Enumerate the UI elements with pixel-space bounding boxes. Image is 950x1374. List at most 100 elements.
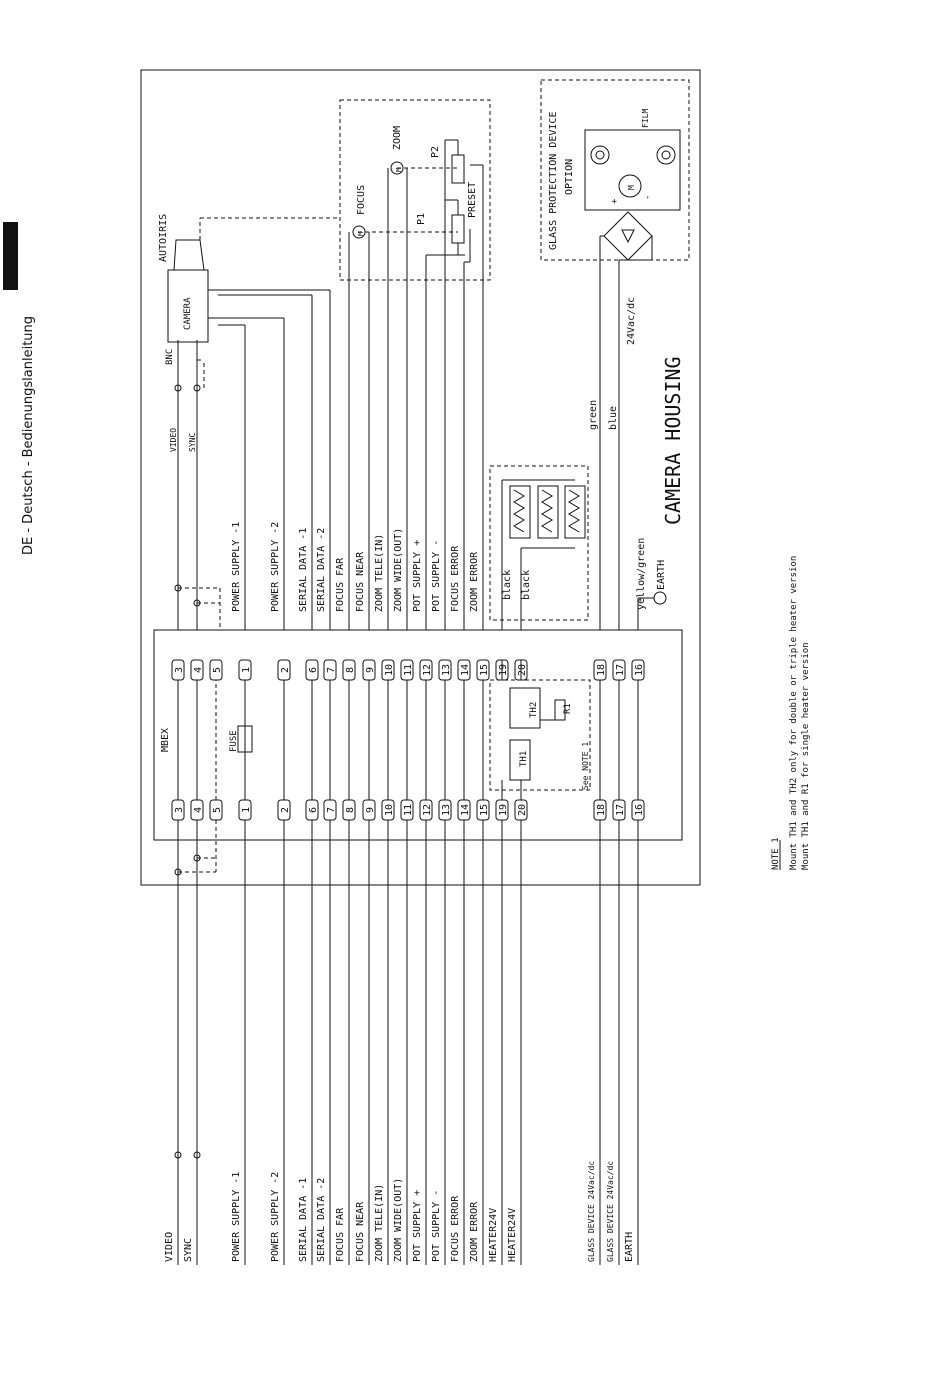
glass-motor-m: M (627, 185, 636, 190)
note-line-2: Mount TH1 and R1 for single heater versi… (801, 642, 811, 870)
terminal-number-right: 12 (422, 664, 433, 676)
bnc-label: BNC (165, 349, 175, 365)
glass-device-label: GLASS PROTECTION DEVICE (548, 112, 559, 250)
rectifier-diode (621, 229, 635, 244)
r1-label: R1 (563, 703, 573, 714)
signal-label-housing: ZOOM TELE(IN) (374, 534, 385, 612)
terminal-number-right: 19 (498, 664, 509, 676)
signal-label-field: SYNC (183, 1238, 194, 1262)
terminal-number-left: 16 (634, 804, 645, 816)
sync-label: SYNC (188, 433, 197, 452)
terminal-number-left: 4 (193, 807, 204, 813)
preset-label: PRESET (467, 182, 478, 218)
terminal-number-right: 7 (326, 667, 337, 673)
terminal-number-left: 19 (498, 804, 509, 816)
terminal-number-right: 10 (384, 664, 395, 676)
terminal-number-right: 11 (403, 664, 414, 676)
blue-label: blue (608, 406, 619, 430)
terminal-number-left: 2 (280, 807, 291, 813)
terminal-number-right: 14 (460, 664, 471, 676)
see-note-label: See NOTE 1 (581, 742, 590, 790)
signal-label-field: HEATER24V (507, 1208, 518, 1262)
signal-label-housing: POT SUPPLY + (412, 540, 423, 612)
heater-coil (513, 489, 525, 533)
video-label: VIDEO (169, 428, 178, 452)
terminal-number-left: 18 (596, 804, 607, 816)
film-label: FILM (641, 109, 650, 128)
autoiris-label: AUTOIRIS (158, 214, 169, 262)
terminal-number-right: 1 (241, 667, 252, 673)
terminal-number-left: 5 (212, 807, 223, 813)
terminal-number-right: 8 (345, 667, 356, 673)
r1-resistor (554, 699, 566, 721)
focus-motor-m: M (357, 232, 365, 236)
rectifier-bridge (603, 211, 653, 261)
heater-section (489, 679, 591, 791)
th2-thermostat (509, 687, 541, 729)
signal-label-field: ZOOM ERROR (469, 1201, 480, 1262)
terminal-number-right: 15 (479, 664, 490, 676)
heater-coil (568, 489, 580, 533)
mbex-label: MBEX (160, 728, 171, 752)
terminal-number-left: 6 (308, 807, 319, 813)
terminal-number-left: 20 (517, 804, 528, 816)
signal-label-field: POT SUPPLY - (431, 1190, 442, 1262)
signal-label-housing: SERIAL DATA -1 (298, 528, 309, 612)
signal-label-field: ZOOM TELE(IN) (374, 1184, 385, 1262)
signal-label-field: GLASS DEVICE 24Vac/dc (587, 1161, 596, 1262)
heater-black-1: black (502, 570, 513, 600)
signal-label-field: EARTH (624, 1232, 635, 1262)
signal-label-housing: SERIAL DATA -2 (316, 528, 327, 612)
terminal-number-right: 3 (174, 667, 185, 673)
glass-motor-icon (618, 174, 642, 198)
sync-shield-node (193, 854, 201, 862)
film-roller-left-hub (595, 150, 605, 160)
terminal-number-left: 15 (479, 804, 490, 816)
glass-plus: + (610, 198, 620, 204)
terminal-number-left: 14 (460, 804, 471, 816)
th1-thermostat (509, 739, 531, 781)
th2-label: TH2 (529, 702, 539, 718)
film-roller-right (656, 145, 676, 165)
earth-label: EARTH (656, 560, 667, 590)
mbex-block (153, 629, 683, 841)
terminal-number-left: 11 (403, 804, 414, 816)
terminal-number-left: 7 (326, 807, 337, 813)
camera-housing-title: CAMERA HOUSING (661, 356, 685, 525)
signal-label-field: VIDEO (164, 1232, 175, 1262)
heater-coil (541, 489, 553, 533)
signal-label-field: GLASS DEVICE 24Vac/dc (606, 1161, 615, 1262)
zoom-label: ZOOM (392, 126, 403, 150)
zoom-motor-m: M (395, 168, 403, 172)
glass-minus: - (643, 195, 653, 200)
video-shield-node (174, 868, 182, 876)
heater-element (564, 485, 586, 539)
signal-label-housing: FOCUS FAR (335, 557, 346, 612)
camera-lens (173, 239, 205, 271)
note-title: NOTE 1 (771, 837, 781, 870)
terminal-number-right: 18 (596, 664, 607, 676)
signal-label-housing: POT SUPPLY - (431, 540, 442, 612)
signal-label-housing: ZOOM ERROR (469, 551, 480, 612)
fuse-label: FUSE (229, 730, 239, 752)
terminal-number-left: 13 (441, 804, 452, 816)
signal-label-housing: POWER SUPPLY -1 (231, 522, 242, 612)
signal-label-field: FOCUS ERROR (450, 1195, 461, 1262)
heater-elements-box (489, 465, 589, 621)
terminal-number-left: 9 (365, 807, 376, 813)
terminal-number-left: 3 (174, 807, 185, 813)
signal-label-field: SERIAL DATA -1 (298, 1178, 309, 1262)
terminal-number-left: 8 (345, 807, 356, 813)
terminal-number-left: 17 (615, 804, 626, 816)
preset-p2 (451, 154, 465, 184)
heater-black-2: black (521, 570, 532, 600)
supply-label: 24Vac/dc (626, 297, 637, 345)
p2-label: P2 (430, 146, 441, 158)
camera-housing-frame (140, 69, 701, 886)
signal-label-housing: ZOOM WIDE(OUT) (393, 528, 404, 612)
option-label: OPTION (564, 159, 575, 195)
signal-label-field: ZOOM WIDE(OUT) (393, 1178, 404, 1262)
terminal-number-right: 16 (634, 664, 645, 676)
glass-protection-box (540, 79, 690, 261)
